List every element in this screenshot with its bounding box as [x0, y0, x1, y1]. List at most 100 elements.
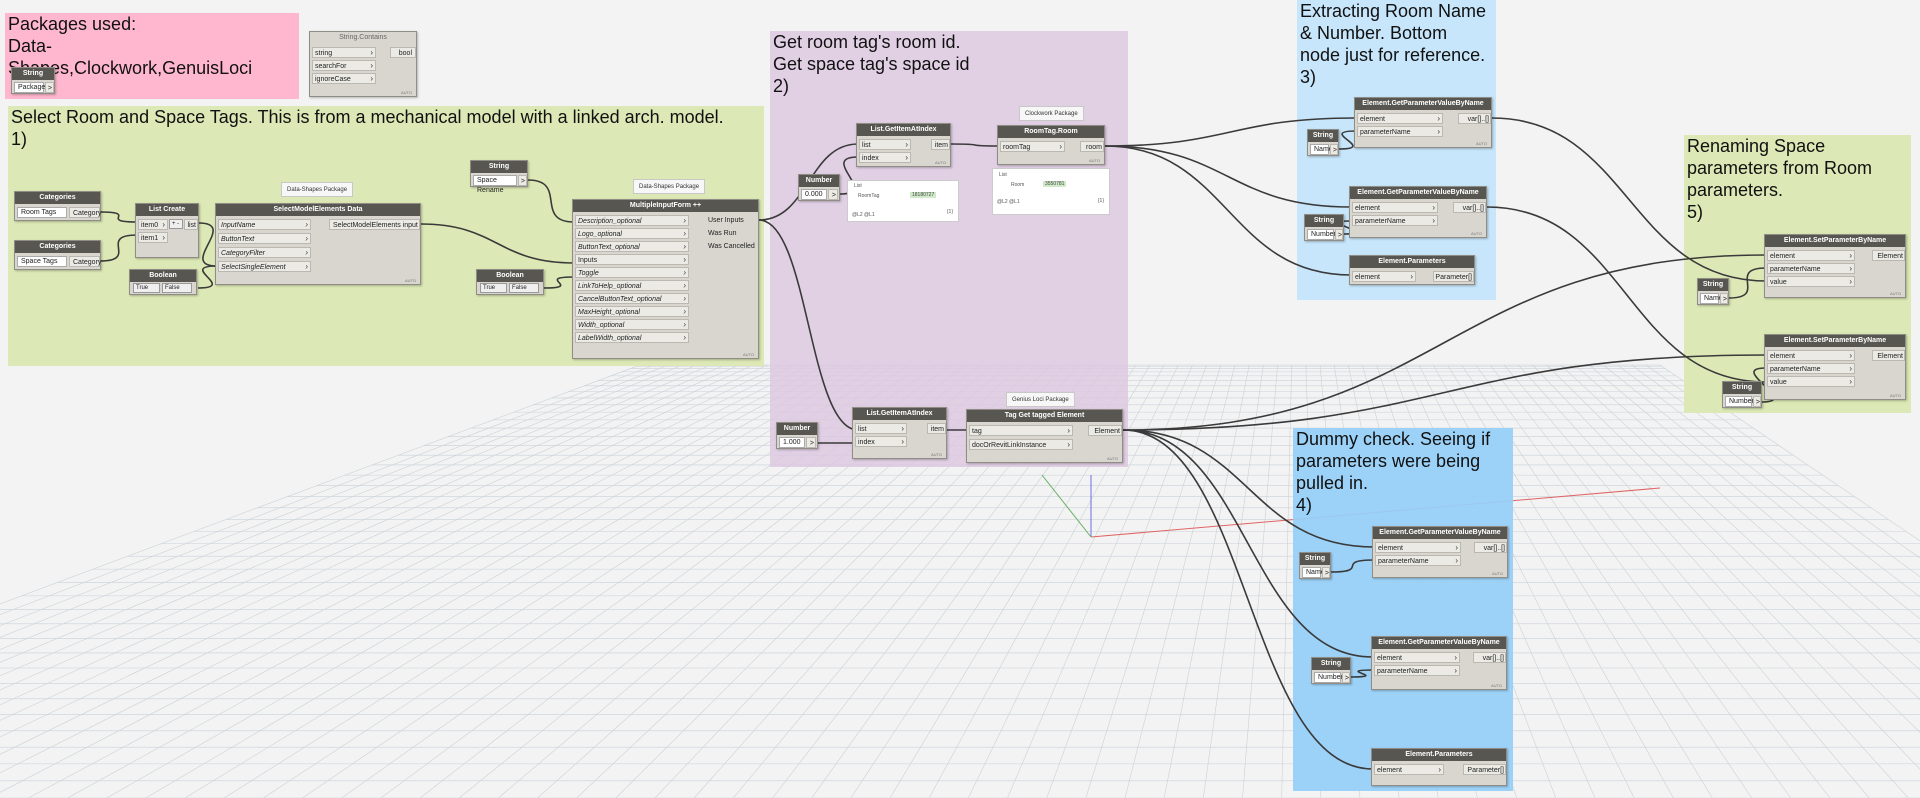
output-port-element[interactable]: Element: [1872, 250, 1905, 261]
connector-wire[interactable]: [1338, 130, 1357, 150]
connector-wire[interactable]: [1122, 429, 1374, 770]
input-port-width[interactable]: Width_optional: [575, 319, 689, 330]
input-port-element[interactable]: element: [1352, 271, 1416, 282]
string-value[interactable]: Packages: [14, 82, 49, 93]
input-port-element[interactable]: element: [1352, 202, 1438, 213]
string-value[interactable]: Name: [1310, 144, 1333, 155]
node-boolean[interactable]: Boolean True False: [129, 269, 197, 295]
output-port[interactable]: >: [45, 82, 54, 93]
connector-wire[interactable]: [99, 234, 138, 262]
output-port[interactable]: >: [828, 189, 838, 200]
node-element-set-parameter-by-name[interactable]: Element.SetParameterByName element param…: [1764, 234, 1906, 298]
output-port[interactable]: >: [1322, 567, 1330, 578]
input-port-searchfor[interactable]: searchFor: [312, 60, 376, 71]
connector-wire[interactable]: [1104, 117, 1357, 147]
output-port[interactable]: >: [1753, 396, 1761, 407]
node-element-get-parameter-value-by-name[interactable]: Element.GetParameterValueByName element …: [1354, 97, 1492, 148]
node-string-number[interactable]: String Number >: [1722, 381, 1762, 408]
node-string-space-rename[interactable]: String Space Rename >: [470, 160, 528, 194]
node-string-name[interactable]: String Name >: [1299, 552, 1331, 579]
node-number[interactable]: Number 1.000 >: [776, 422, 818, 449]
connector-wire[interactable]: [1122, 429, 1374, 658]
connector-wire[interactable]: [197, 265, 218, 289]
output-port-item[interactable]: item: [931, 139, 950, 150]
string-value[interactable]: Number: [1307, 229, 1336, 240]
connector-wire[interactable]: [99, 211, 138, 223]
connector-wire[interactable]: [1122, 254, 1767, 431]
input-port-buttontext[interactable]: ButtonText: [218, 233, 311, 244]
input-port-parametername[interactable]: parameterName: [1375, 555, 1461, 566]
connector-wire[interactable]: [1486, 206, 1767, 383]
number-value[interactable]: 1.000: [779, 437, 805, 448]
connector-wire[interactable]: [1350, 669, 1374, 678]
input-port-element[interactable]: element: [1375, 542, 1461, 553]
node-categories-space[interactable]: Categories Space Tags Category: [14, 240, 101, 270]
string-value[interactable]: Space Rename: [473, 175, 517, 194]
output-port-list[interactable]: list: [184, 219, 198, 230]
connector-wire[interactable]: [1728, 267, 1767, 299]
input-port-item0[interactable]: item0: [138, 219, 168, 230]
input-port-value[interactable]: value: [1767, 376, 1855, 387]
input-port-list[interactable]: list: [859, 139, 911, 150]
connector-wire[interactable]: [1122, 429, 1375, 548]
output-port-parameter[interactable]: Parameter[]: [1463, 764, 1506, 775]
input-port-element[interactable]: element: [1374, 652, 1460, 663]
string-value[interactable]: Number: [1725, 396, 1754, 407]
input-port-element[interactable]: element: [1374, 764, 1444, 775]
input-port-element[interactable]: element: [1357, 113, 1443, 124]
category-dropdown[interactable]: Room Tags: [17, 207, 67, 218]
string-value[interactable]: Name: [1700, 293, 1723, 304]
node-boolean[interactable]: Boolean True False: [476, 269, 544, 295]
input-port-parametername[interactable]: parameterName: [1767, 263, 1855, 274]
output-port-element[interactable]: Element: [1088, 425, 1122, 436]
output-port-var[interactable]: var[]..[]: [1474, 542, 1507, 553]
input-port-logo[interactable]: Logo_optional: [575, 228, 689, 239]
input-port-docorrevitlinkinstance[interactable]: docOrRevitLinkInstance: [969, 439, 1073, 450]
node-list-get-item-at-index[interactable]: List.GetItemAtIndex list index item AUTO: [856, 123, 951, 167]
input-port-ignorecase[interactable]: ignoreCase: [312, 73, 376, 84]
node-multiple-input-form[interactable]: MultipleInputForm ++ Description_optiona…: [572, 199, 759, 359]
package-note-genius-loci[interactable]: Genius Loci Package: [1006, 392, 1075, 407]
input-port-item1[interactable]: item1: [138, 232, 168, 243]
output-port-was-cancelled[interactable]: Was Cancelled: [708, 243, 755, 250]
input-port-string[interactable]: string: [312, 47, 376, 58]
output-port-element[interactable]: Element: [1872, 350, 1905, 361]
input-port-linktohelp[interactable]: LinkToHelp_optional: [575, 280, 689, 291]
node-element-parameters[interactable]: Element.Parameters element Parameter[]: [1349, 255, 1475, 285]
input-port-parametername[interactable]: parameterName: [1352, 215, 1438, 226]
connector-wire[interactable]: [1104, 145, 1352, 208]
connector-wire[interactable]: [1104, 145, 1352, 276]
connector-wire[interactable]: [758, 219, 859, 431]
package-note-data-shapes[interactable]: Data-Shapes Package: [281, 182, 354, 197]
output-port-user-inputs[interactable]: User Inputs: [708, 217, 744, 224]
node-string-name[interactable]: String Name >: [1697, 278, 1729, 305]
node-string-number[interactable]: String Number >: [1311, 657, 1351, 684]
output-port-category[interactable]: Category: [69, 207, 101, 218]
node-roomtag-room[interactable]: RoomTag.Room roomTag room AUTO: [997, 125, 1105, 165]
input-port-buttontext[interactable]: ButtonText_optional: [575, 241, 689, 252]
input-port-element[interactable]: element: [1767, 250, 1855, 261]
node-tag-get-tagged-element[interactable]: Tag Get tagged Element tag docOrRevitLin…: [966, 409, 1123, 463]
output-port-var[interactable]: var[]..[]: [1473, 652, 1506, 663]
node-categories-room[interactable]: Categories Room Tags Category: [14, 191, 101, 221]
input-port-description[interactable]: Description_optional: [575, 215, 689, 226]
connector-wire[interactable]: [1330, 559, 1375, 573]
output-port-was-run[interactable]: Was Run: [708, 230, 737, 237]
node-select-model-elements-data[interactable]: SelectModelElements Data InputName Butto…: [215, 203, 421, 285]
output-port-selectmodelelements-input[interactable]: SelectModelElements input: [329, 219, 420, 230]
input-port-labelwidth[interactable]: LabelWidth_optional: [575, 332, 689, 343]
connector-wire[interactable]: [198, 222, 218, 267]
input-port-element[interactable]: element: [1767, 350, 1855, 361]
node-number[interactable]: Number 0.000 >: [798, 174, 840, 201]
node-element-parameters[interactable]: Element.Parameters element Parameter[]: [1371, 748, 1507, 786]
output-port-item[interactable]: item: [927, 423, 946, 434]
output-port[interactable]: >: [1330, 144, 1338, 155]
input-port-inputname[interactable]: InputName: [218, 219, 311, 230]
input-port-list[interactable]: list: [855, 423, 907, 434]
input-port-value[interactable]: value: [1767, 276, 1855, 287]
number-value[interactable]: 0.000: [801, 189, 827, 200]
output-port-parameter[interactable]: Parameter[]: [1433, 271, 1474, 282]
true-radio[interactable]: True: [480, 283, 507, 293]
watch-preview-roomtag[interactable]: List RoomTag 18180727 @L2 @L1 {1}: [847, 180, 959, 222]
true-radio[interactable]: True: [133, 283, 160, 293]
